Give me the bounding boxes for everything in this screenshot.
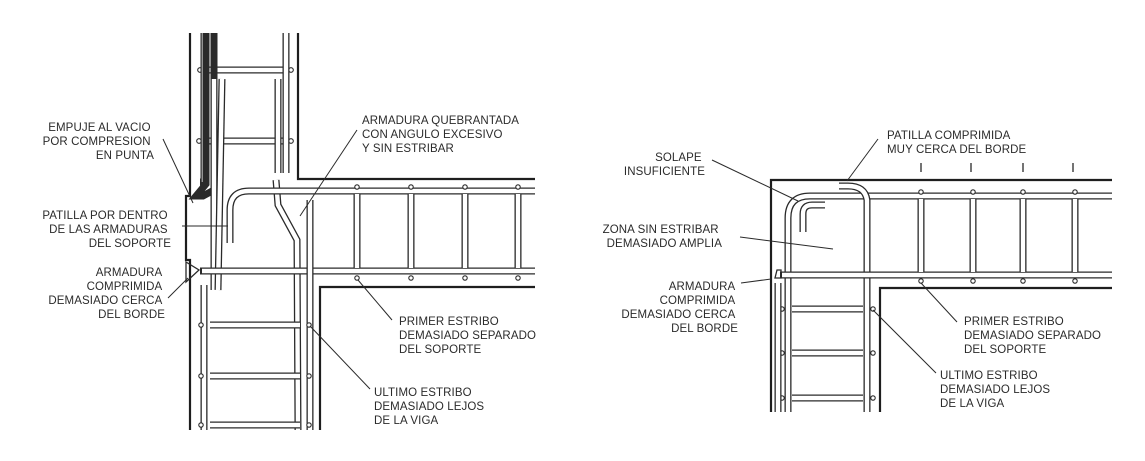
left-column-bottom	[198, 200, 314, 430]
label-patilla-por-dentro: PATILLA POR DENTRO DE LAS ARMADURAS DEL …	[42, 210, 171, 250]
label-zona-sin-estribar: ZONA SIN ESTRIBAR DEMASIADO AMPLIA	[603, 224, 723, 250]
right-leaders	[711, 138, 958, 374]
left-beam-top-bar	[226, 187, 535, 243]
right-concrete-outline	[769, 178, 1112, 412]
label-armadura-comprimida-left: ARMADURA COMPRIMIDA DEMASIADO CERCA DEL …	[48, 267, 165, 321]
left-beam-stirrups	[353, 184, 522, 281]
left-detail: EMPUJE AL VACIO POR COMPRESION EN PUNTA …	[42, 33, 539, 431]
right-beam-stirrups	[917, 163, 1079, 284]
label-armadura-quebrantada: ARMADURA QUEBRANTADA CON ANGULO EXCESIVO…	[362, 115, 522, 155]
label-patilla-comprimida: PATILLA COMPRIMIDA MUY CERCA DEL BORDE	[887, 130, 1027, 156]
left-beam-bottom-bar	[185, 260, 535, 284]
label-primer-estribo-right: PRIMER ESTRIBO DEMASIADO SEPARADO DEL SO…	[964, 316, 1104, 356]
label-primer-estribo-left: PRIMER ESTRIBO DEMASIADO SEPARADO DEL SO…	[399, 316, 539, 356]
label-armadura-comprimida-right: ARMADURA COMPRIMIDA DEMASIADO CERCA DEL …	[621, 281, 738, 335]
right-labels: SOLAPE INSUFICIENTE PATILLA COMPRIMIDA M…	[603, 130, 1104, 410]
left-labels: EMPUJE AL VACIO POR COMPRESION EN PUNTA …	[42, 115, 539, 427]
left-leaders	[162, 129, 393, 390]
label-ultimo-estribo-right: ULTIMO ESTRIBO DEMASIADO LEJOS DE LA VIG…	[940, 370, 1053, 410]
left-column-bars-top	[188, 33, 302, 431]
left-concrete-outline	[184, 33, 535, 430]
right-detail: SOLAPE INSUFICIENTE PATILLA COMPRIMIDA M…	[603, 130, 1112, 412]
right-column-stirrups	[774, 283, 876, 412]
right-beam-bottom-bar	[774, 269, 1112, 279]
right-beam-top-bar	[784, 182, 1112, 412]
label-ultimo-estribo-left: ULTIMO ESTRIBO DEMASIADO LEJOS DE LA VIG…	[374, 387, 487, 427]
label-empuje-al-vacio: EMPUJE AL VACIO POR COMPRESION EN PUNTA	[43, 122, 155, 162]
label-solape-insuficiente: SOLAPE INSUFICIENTE	[624, 152, 705, 178]
